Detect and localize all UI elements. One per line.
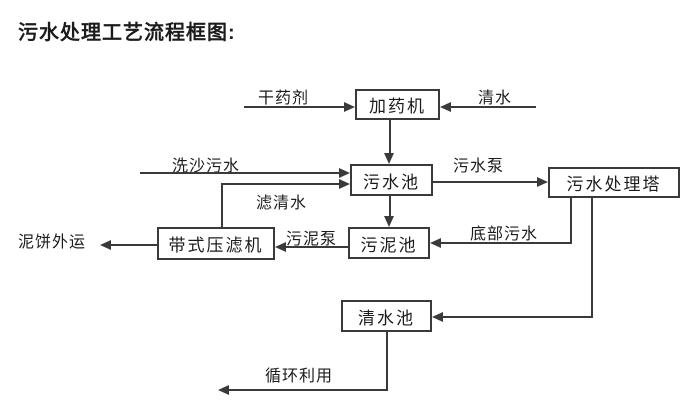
arrowhead-right-icon <box>339 179 350 189</box>
edge-recycling-vline <box>386 332 388 390</box>
arrowhead-left-icon <box>218 385 229 395</box>
node-sludge-pool: 污泥池 <box>348 227 430 259</box>
arrowhead-left-icon <box>275 242 286 252</box>
edge-sludge-pump-line <box>286 246 348 248</box>
edge-sludge-pump-label: 污泥泵 <box>286 231 338 248</box>
node-treatment-tower: 污水处理塔 <box>548 167 680 198</box>
arrowhead-left-icon <box>430 238 441 248</box>
node-dosing-machine: 加药机 <box>355 89 440 120</box>
edge-mud-cake-label: 泥饼外运 <box>18 234 87 251</box>
edge-bottom-sewage-hline <box>441 242 572 244</box>
arrowhead-right-icon <box>537 177 548 187</box>
edge-clear-water-label: 清水 <box>478 90 513 107</box>
node-clear-water-pool: 清水池 <box>341 300 432 332</box>
arrowhead-left-icon <box>432 312 443 322</box>
node-sewage-pool: 污水池 <box>350 164 433 196</box>
edge-mud-cake-line <box>111 244 157 246</box>
edge-dry-chemical-label: 干药剂 <box>258 90 310 107</box>
arrowhead-left-icon <box>440 102 451 112</box>
edge-sand-washing-line <box>140 172 339 174</box>
edge-tower-to-clearpool-hline <box>443 316 593 318</box>
arrowhead-down-icon <box>384 216 394 227</box>
edge-filtered-water-label: 滤清水 <box>256 195 308 212</box>
edge-filtered-water-vline <box>221 184 223 227</box>
edge-dry-chemical-line <box>244 106 344 108</box>
node-belt-filter-press: 带式压滤机 <box>157 227 275 260</box>
arrowhead-right-icon <box>339 168 350 178</box>
edge-sewage-pump-line <box>433 181 537 183</box>
edge-recycling-label: 循环利用 <box>265 368 334 385</box>
arrowhead-right-icon <box>344 102 355 112</box>
edge-sewage-pump-label: 污水泵 <box>453 158 505 175</box>
edge-bottom-sewage-label: 底部污水 <box>470 226 539 243</box>
edge-sewage-to-sludge-line <box>389 196 391 216</box>
edge-sand-washing-label: 洗沙污水 <box>172 158 241 175</box>
edge-dosing-to-sewage-line <box>389 120 391 153</box>
page-title: 污水处理工艺流程框图: <box>18 22 236 44</box>
arrowhead-left-icon <box>100 240 111 250</box>
edge-clear-water-line <box>451 106 536 108</box>
edge-filtered-water-hline <box>221 183 339 185</box>
edge-bottom-sewage-vline <box>570 198 572 244</box>
edge-tower-to-clearpool-vline <box>591 198 593 318</box>
edge-recycling-hline <box>229 389 388 391</box>
arrowhead-down-icon <box>384 153 394 164</box>
